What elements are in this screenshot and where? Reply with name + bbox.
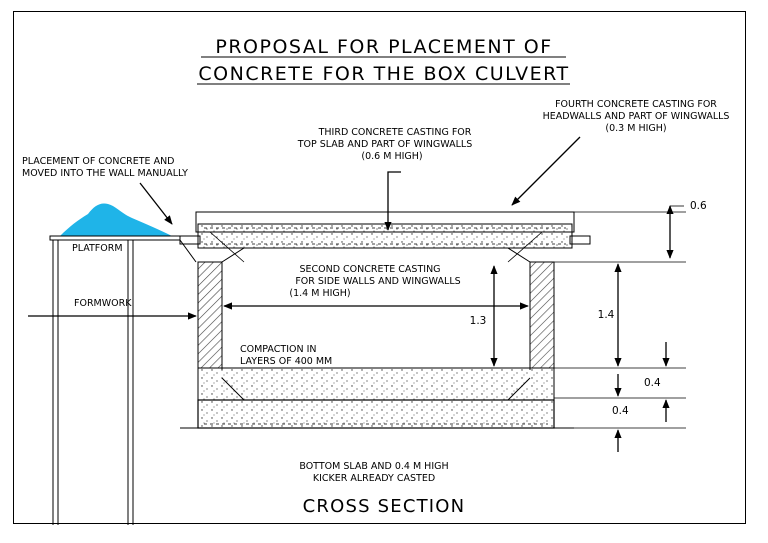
second-casting-label-2: FOR SIDE WALLS AND WINGWALLS xyxy=(295,276,460,287)
bottom-slab-label-2: KICKER ALREADY CASTED xyxy=(313,473,435,484)
third-casting-label-2: TOP SLAB AND PART OF WINGWALLS xyxy=(297,139,473,150)
inner-dim-label: 1.3 xyxy=(470,315,487,327)
platform xyxy=(49,235,181,241)
compaction-label-2: LAYERS OF 400 MM xyxy=(240,356,332,367)
second-casting-label-1: SECOND CONCRETE CASTING xyxy=(299,264,440,275)
fourth-casting-label-3: (0.3 M HIGH) xyxy=(605,123,666,134)
fourth-casting-leader xyxy=(511,136,581,206)
haunch-diag-right xyxy=(507,231,543,263)
kicker-dim-label: 0.4 xyxy=(644,377,661,389)
side-wall-left xyxy=(197,261,223,369)
concrete-pile xyxy=(60,203,172,236)
haunch-diag-left xyxy=(209,231,245,263)
title-line-2: CONCRETE FOR THE BOX CULVERT xyxy=(198,63,569,85)
haunch-top-left xyxy=(221,247,245,263)
wall-dim-label: 1.4 xyxy=(598,309,615,321)
placement-label-2: MOVED INTO THE WALL MANUALLY xyxy=(22,168,188,179)
slab-dim-label: 0.4 xyxy=(612,405,629,417)
platform-ramp xyxy=(179,239,197,263)
placement-label-1: PLACEMENT OF CONCRETE AND xyxy=(22,156,175,167)
third-casting-leader xyxy=(384,171,401,231)
fourth-casting-label-1: FOURTH CONCRETE CASTING FOR xyxy=(555,99,717,110)
side-wall-right xyxy=(529,261,555,369)
placement-leader xyxy=(139,182,173,225)
cross-section-label: CROSS SECTION xyxy=(303,496,466,517)
fourth-casting-label-2: HEADWALLS AND PART OF WINGWALLS xyxy=(543,111,730,122)
second-casting-label-3: (1.4 M HIGH) xyxy=(289,288,350,299)
third-casting-label-3: (0.6 M HIGH) xyxy=(361,151,422,162)
compaction-label-1: COMPACTION IN xyxy=(240,344,317,355)
drawing-frame xyxy=(13,11,746,524)
haunch-bottom-left xyxy=(221,377,245,401)
haunch-bottom-right xyxy=(507,377,531,401)
title-line-1: PROPOSAL FOR PLACEMENT OF xyxy=(215,36,552,58)
kicker xyxy=(197,367,555,401)
third-casting-label-1: THIRD CONCRETE CASTING FOR xyxy=(318,127,472,138)
formwork-label: FORMWORK xyxy=(74,298,132,309)
haunch-top-right xyxy=(507,247,531,263)
wing-ledge-right xyxy=(569,235,591,245)
bottom-slab-label-1: BOTTOM SLAB AND 0.4 M HIGH xyxy=(299,461,448,472)
top-dim-label: 0.6 xyxy=(690,200,707,212)
platform-label: PLATFORM xyxy=(72,243,123,254)
bottom-slab xyxy=(197,399,555,429)
wing-ledge-left xyxy=(179,235,201,245)
